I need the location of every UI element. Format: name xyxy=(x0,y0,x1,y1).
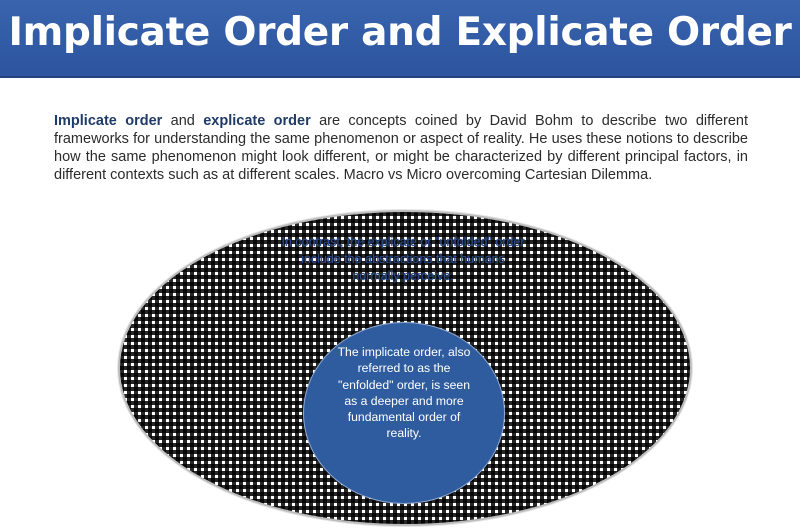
intro-connector: and xyxy=(162,113,204,129)
explicate-order-text: In contrast, the explicate or "unfolded"… xyxy=(281,235,525,283)
slide-title: Implicate Order and Explicate Order xyxy=(8,10,792,55)
order-diagram: In contrast, the explicate or "unfolded"… xyxy=(118,210,692,526)
intro-paragraph: Implicate order and explicate order are … xyxy=(54,112,748,184)
term-implicate-order: Implicate order xyxy=(54,113,163,129)
implicate-order-circle: The implicate order, also referred to as… xyxy=(303,322,505,504)
intro-body: are concepts coined by David Bohm to des… xyxy=(54,113,748,183)
term-explicate-order: explicate order xyxy=(203,113,311,129)
title-bar: Implicate Order and Explicate Order xyxy=(0,0,800,78)
implicate-order-text: The implicate order, also referred to as… xyxy=(337,345,471,441)
